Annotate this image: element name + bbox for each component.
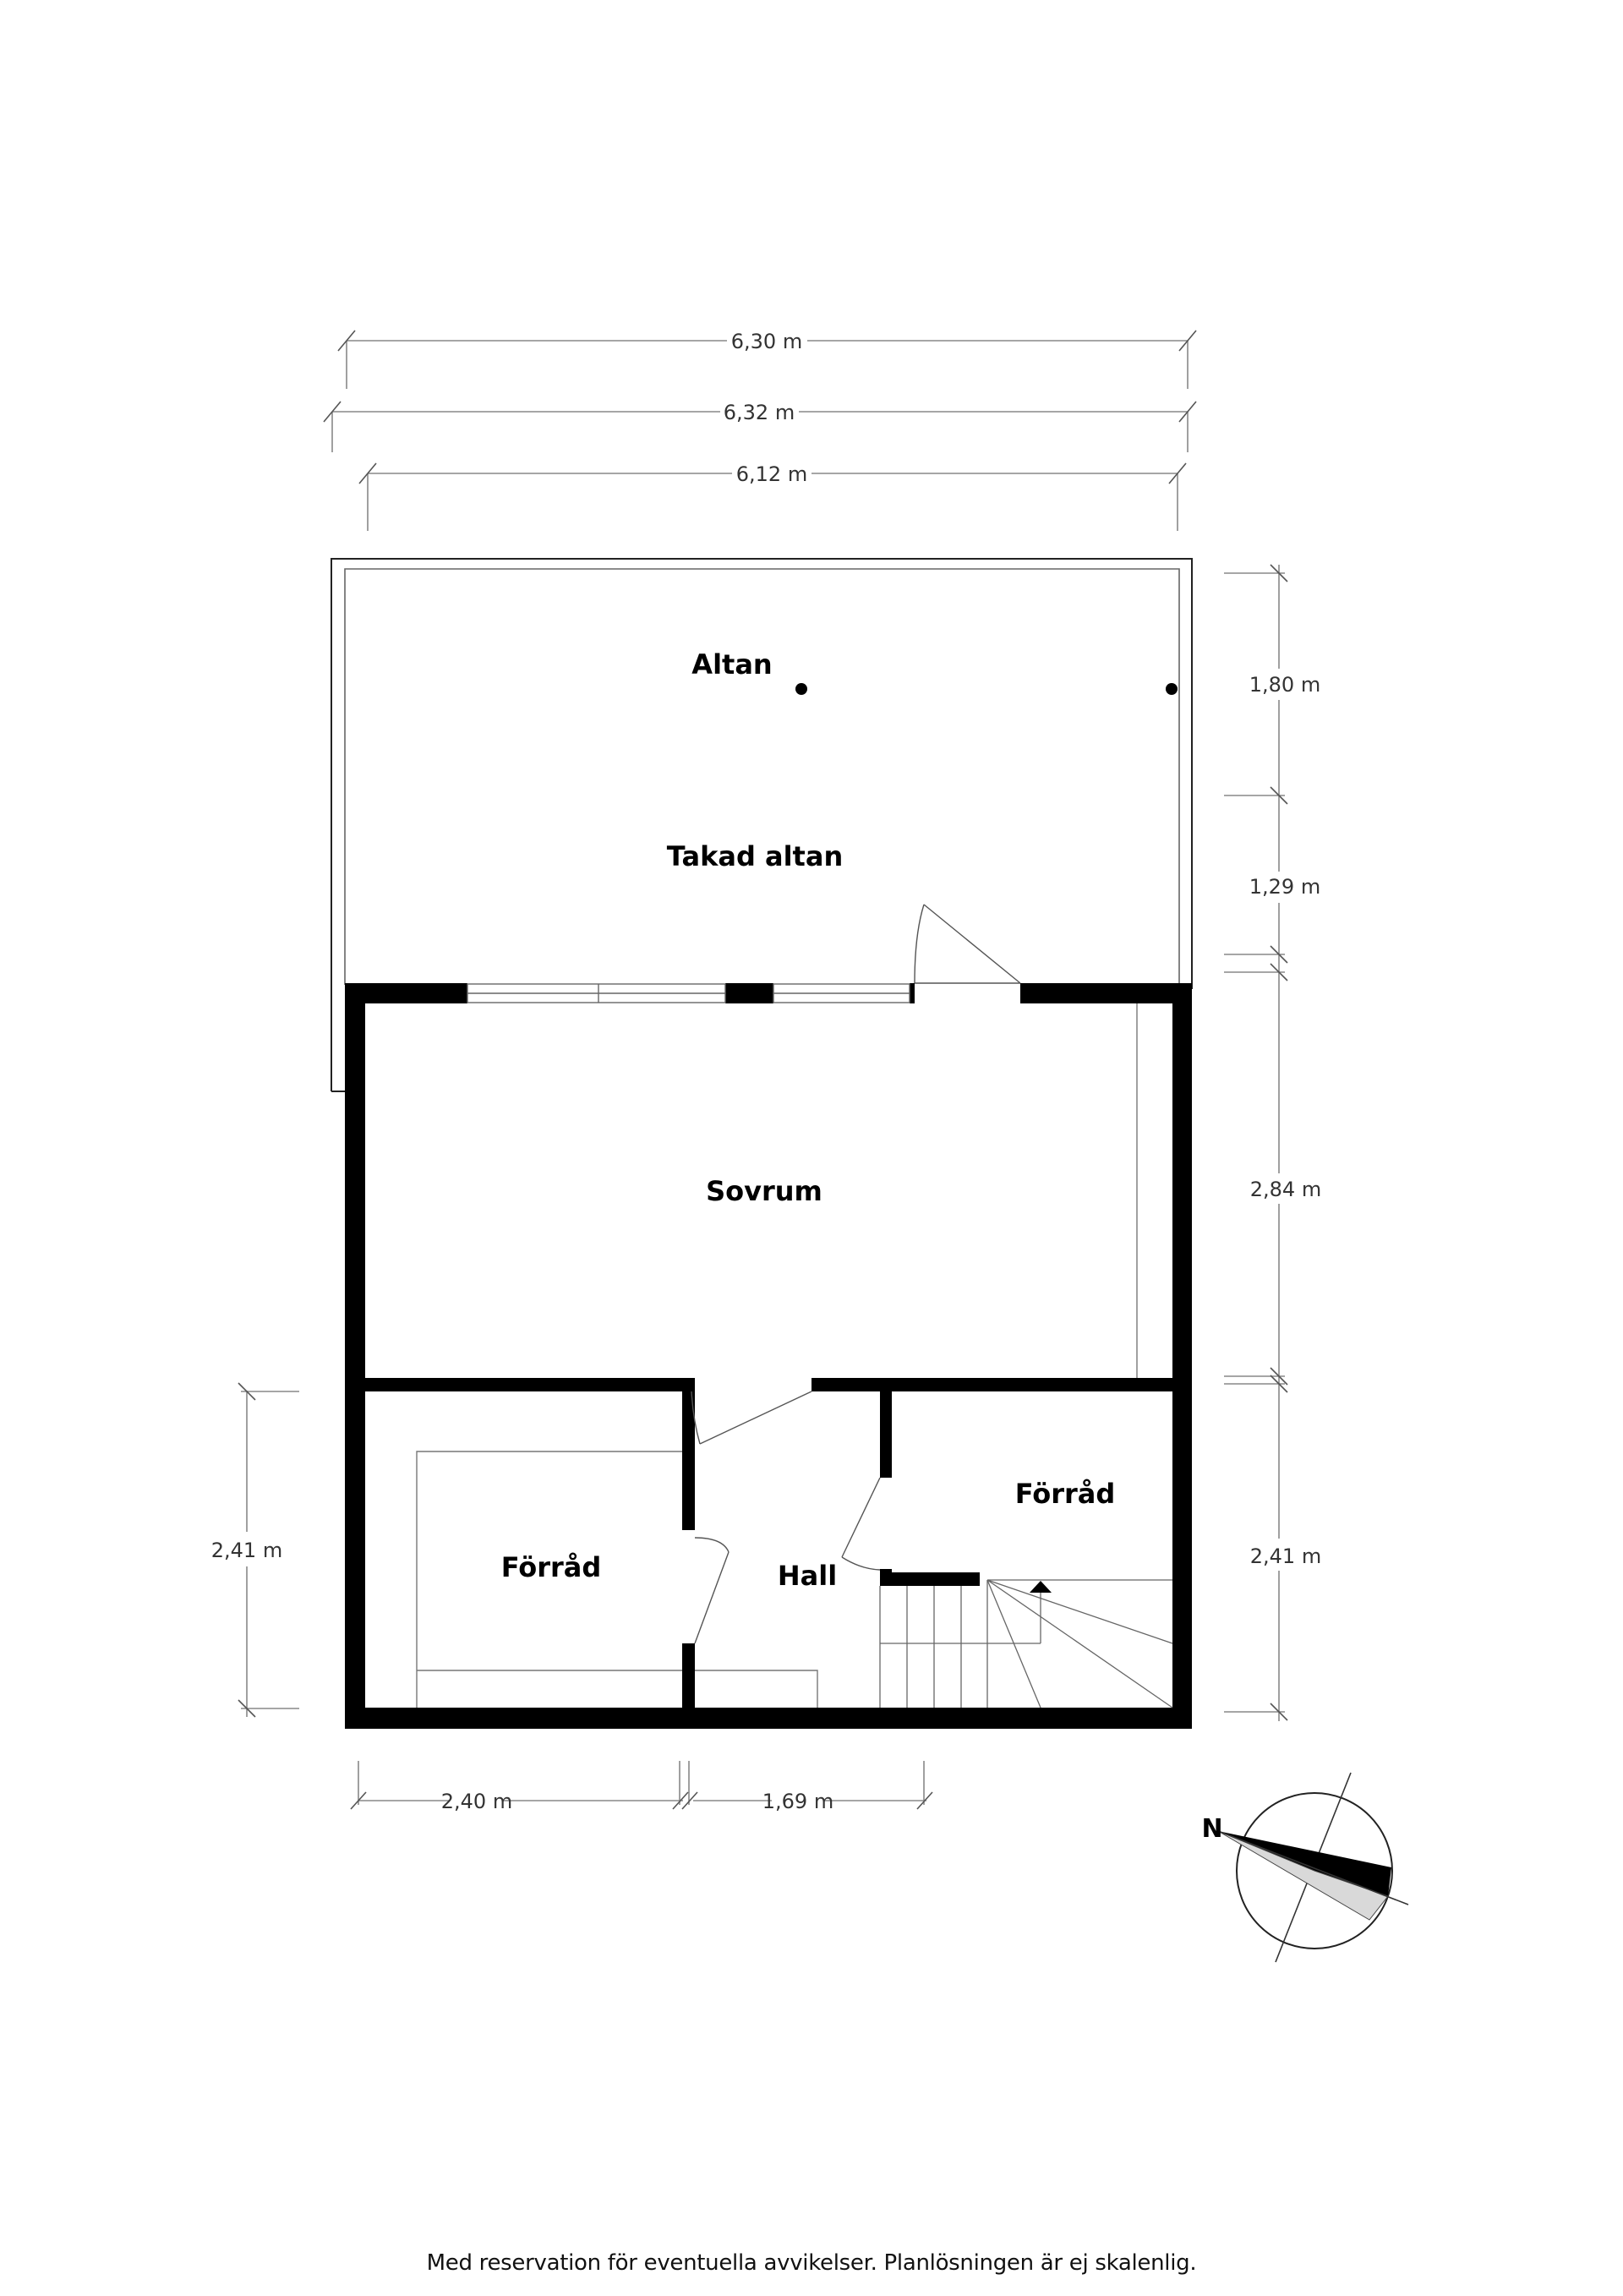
room-label-sovrum: Sovrum	[706, 1175, 822, 1207]
dimension-label-right-2: 1,29 m	[1249, 875, 1320, 899]
dimension-label-top-2: 6,32 m	[724, 401, 795, 424]
dimension-label-right-1: 1,80 m	[1249, 673, 1320, 697]
bottom-dimensions	[350, 1761, 933, 1810]
dimension-6-30	[337, 330, 1197, 389]
stair-direction-arrow-icon	[1030, 1581, 1052, 1593]
storage-shelves-left	[416, 1451, 818, 1708]
door-sovrum	[691, 1391, 812, 1445]
walls	[345, 983, 1192, 1729]
dimension-label-left-1: 2,41 m	[211, 1539, 282, 1562]
room-label-altan: Altan	[691, 648, 772, 681]
staircase	[879, 1579, 1173, 1708]
dimension-label-right-3: 2,84 m	[1250, 1178, 1321, 1201]
room-label-hall: Hall	[778, 1560, 837, 1592]
dimension-6-32	[323, 401, 1197, 452]
door-altan	[914, 904, 1021, 984]
room-label-takad-altan: Takad altan	[667, 840, 843, 872]
altan-outline	[331, 558, 1193, 1092]
door-forrad-left	[694, 1537, 730, 1644]
right-dimensions	[1224, 564, 1288, 1721]
disclaimer-text: Med reservation för eventuella avvikelse…	[426, 2250, 1197, 2276]
dimension-label-bottom-2: 1,69 m	[762, 1790, 833, 1813]
dimension-6-12	[358, 462, 1187, 531]
room-label-forrad-right: Förråd	[1015, 1478, 1116, 1510]
dimension-label-right-4: 2,41 m	[1250, 1544, 1321, 1568]
window-right	[773, 983, 910, 1003]
compass-rose-icon: N	[1201, 1772, 1409, 1963]
room-label-forrad-left: Förråd	[501, 1551, 602, 1583]
left-dimension	[238, 1382, 299, 1718]
dimension-label-top-1: 6,30 m	[731, 330, 802, 353]
dimension-label-bottom-1: 2,40 m	[441, 1790, 512, 1813]
dimension-label-top-3: 6,12 m	[736, 462, 807, 486]
post-marker	[1166, 683, 1178, 695]
window-left	[467, 983, 726, 1003]
door-forrad-right	[841, 1477, 881, 1571]
top-dimensions	[323, 330, 1197, 531]
post-marker	[795, 683, 807, 695]
north-label: N	[1201, 1814, 1222, 1844]
